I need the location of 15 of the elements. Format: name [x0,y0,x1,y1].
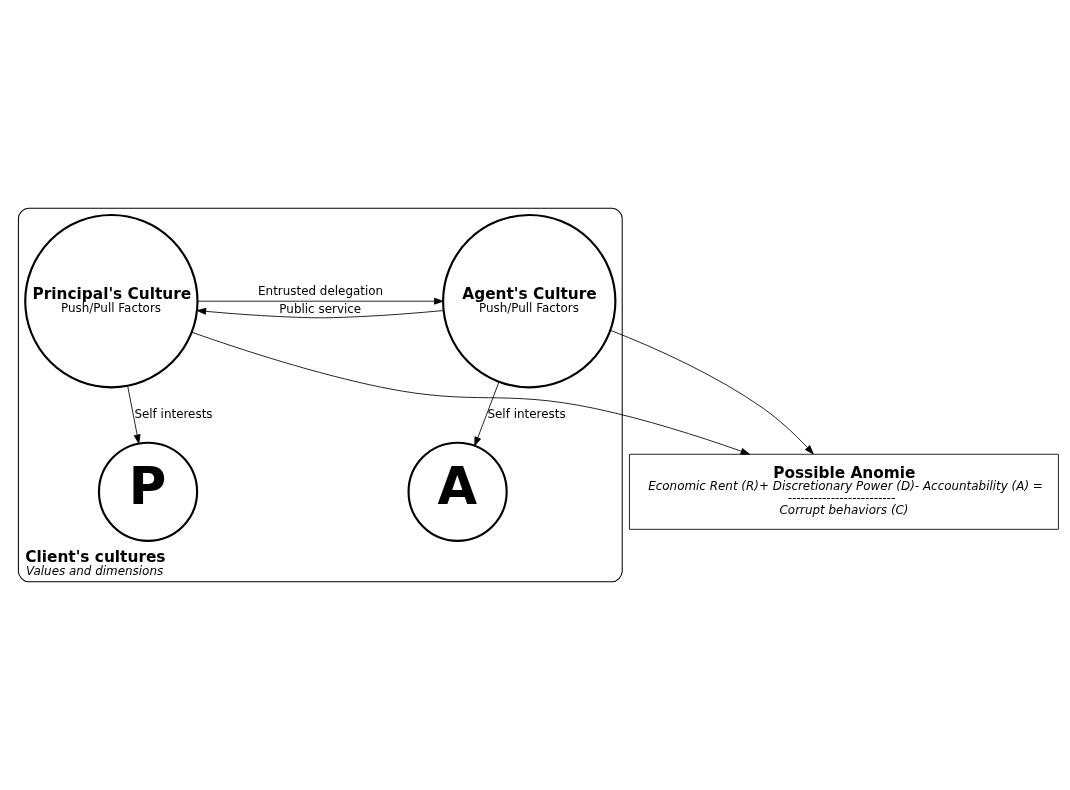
arrow [610,329,814,455]
arrow [197,297,444,305]
node-circle: P [97,441,199,542]
arrow [191,331,750,455]
edge-label: Public service [279,302,362,317]
arrow [127,385,141,444]
arrow [196,307,444,319]
node-circle: Agent's Culture Push/Pull Factors [442,214,617,389]
edge-label: Self interests [134,407,213,422]
node-circle: Principal's Culture Push/Pull Factors [24,214,199,389]
edge-label: Self interests [487,407,566,422]
edge-label: Entrusted delegation [258,284,384,299]
arrow [474,381,500,447]
node-box: Possible Anomie Economic Rent (R)+ Discretionary Power (D)- Accountability (A) = ------------------------- Corrupt behaviors (C) [629,453,1059,530]
node-circle: A [407,441,508,542]
